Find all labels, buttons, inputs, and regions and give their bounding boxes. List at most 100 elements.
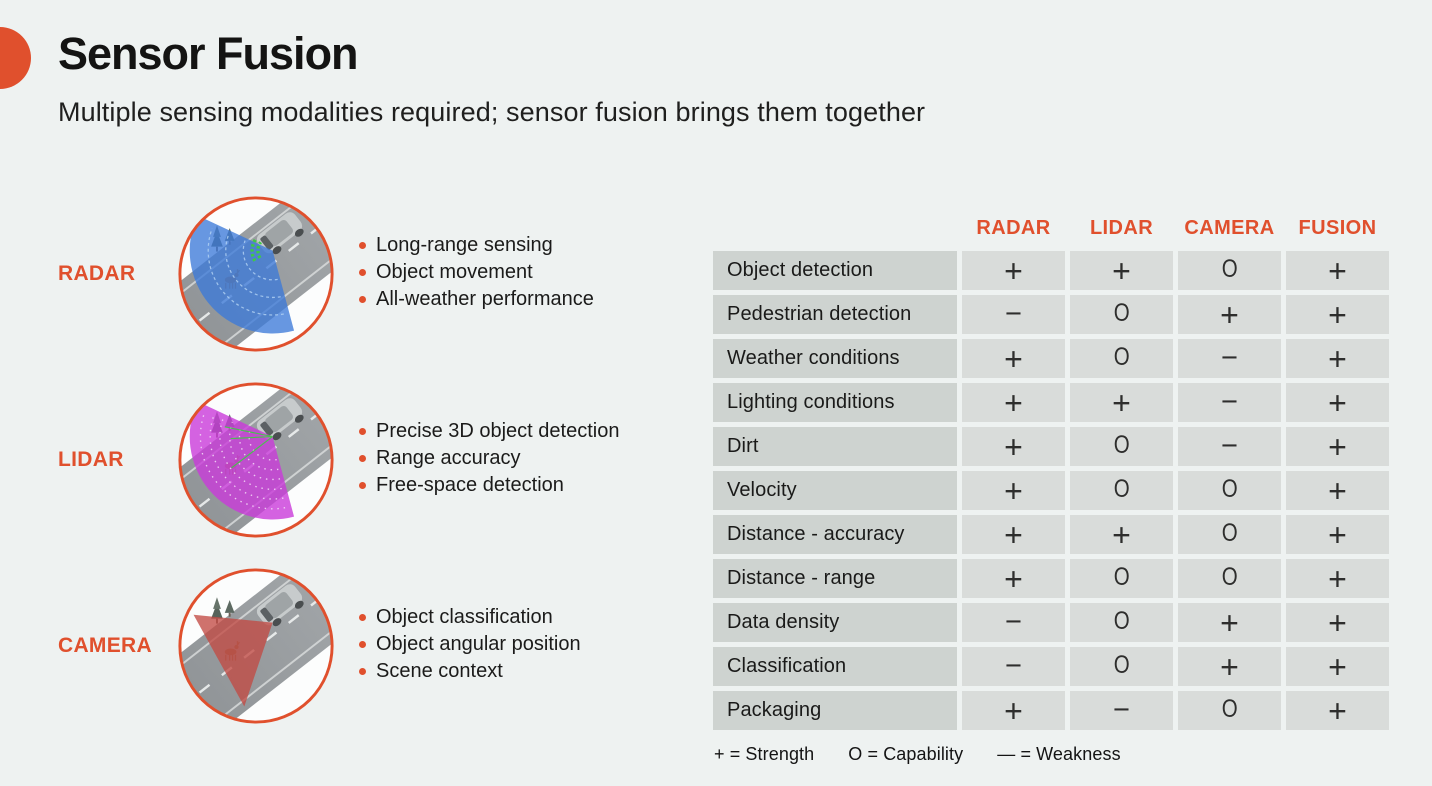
plus-symbol: + [1328, 604, 1347, 641]
value-cell-lidar: + [1070, 383, 1173, 422]
capability-symbol: O [1221, 695, 1238, 723]
plus-symbol: + [1220, 648, 1239, 685]
value-cell-camera: − [1178, 339, 1281, 378]
value-cell-fusion: + [1286, 603, 1389, 642]
value-cell-lidar: O [1070, 427, 1173, 466]
capability-symbol: O [1221, 563, 1238, 591]
sensor-label-camera: CAMERA [58, 634, 152, 657]
plus-symbol: + [1004, 340, 1023, 377]
value-cell-lidar: O [1070, 471, 1173, 510]
legend-item: — = Weakness [997, 744, 1121, 764]
bullet-item: All-weather performance [359, 286, 594, 313]
sensor-row-radar: RADAR [0, 194, 700, 358]
bullet-item: Free-space detection [359, 472, 619, 499]
value-cell-fusion: + [1286, 471, 1389, 510]
capability-symbol: O [1113, 651, 1130, 679]
plus-symbol: + [1328, 692, 1347, 729]
bullet-item: Object angular position [359, 631, 581, 658]
plus-symbol: + [1112, 252, 1131, 289]
bullet-item: Long-range sensing [359, 232, 594, 259]
capability-symbol: O [1113, 607, 1130, 635]
plus-symbol: + [1328, 340, 1347, 377]
radar-rays [250, 237, 258, 262]
minus-symbol: − [1113, 694, 1130, 726]
plus-symbol: + [1220, 604, 1239, 641]
plus-symbol: + [1112, 516, 1131, 553]
camera-scene-illustration [178, 568, 334, 724]
capability-symbol: O [1113, 343, 1130, 371]
row-label: Object detection [713, 251, 957, 290]
value-cell-camera: − [1178, 427, 1281, 466]
page-subtitle: Multiple sensing modalities required; se… [58, 97, 926, 127]
plus-symbol: + [1004, 384, 1023, 421]
value-cell-radar: + [962, 691, 1065, 730]
column-header-radar: RADAR [976, 216, 1051, 239]
value-cell-camera: O [1178, 471, 1281, 510]
value-cell-fusion: + [1286, 251, 1389, 290]
plus-symbol: + [1328, 384, 1347, 421]
value-cell-lidar: O [1070, 295, 1173, 334]
trees-icon [211, 597, 235, 624]
value-cell-radar: − [962, 603, 1065, 642]
plus-symbol: + [1004, 252, 1023, 289]
value-cell-radar: + [962, 251, 1065, 290]
value-cell-camera: + [1178, 647, 1281, 686]
plus-symbol: + [1004, 692, 1023, 729]
plus-symbol: + [1112, 384, 1131, 421]
bullet-item: Precise 3D object detection [359, 418, 619, 445]
page-title: Sensor Fusion [58, 28, 359, 79]
minus-symbol: − [1005, 650, 1022, 682]
row-label: Pedestrian detection [713, 295, 957, 334]
capability-symbol: O [1221, 519, 1238, 547]
value-cell-lidar: O [1070, 339, 1173, 378]
value-cell-fusion: + [1286, 647, 1389, 686]
value-cell-fusion: + [1286, 339, 1389, 378]
value-cell-lidar: − [1070, 691, 1173, 730]
minus-symbol: − [1221, 430, 1238, 462]
value-cell-lidar: O [1070, 603, 1173, 642]
plus-symbol: + [1328, 560, 1347, 597]
plus-symbol: + [1328, 252, 1347, 289]
value-cell-fusion: + [1286, 427, 1389, 466]
lidar-scene-illustration [178, 382, 334, 538]
value-cell-fusion: + [1286, 515, 1389, 554]
capability-symbol: O [1113, 563, 1130, 591]
row-label: Data density [713, 603, 957, 642]
sensor-row-camera: CAMERA [0, 566, 700, 730]
value-cell-lidar: + [1070, 251, 1173, 290]
value-cell-camera: O [1178, 691, 1281, 730]
row-label: Lighting conditions [713, 383, 957, 422]
bullet-item: Object classification [359, 604, 581, 631]
plus-symbol: + [1328, 296, 1347, 333]
camera-fan [193, 614, 273, 707]
radar-scene-illustration [178, 196, 334, 352]
minus-symbol: − [1221, 386, 1238, 418]
capability-symbol: O [1113, 299, 1130, 327]
bullet-item: Scene context [359, 658, 581, 685]
value-cell-camera: − [1178, 383, 1281, 422]
sensor-row-lidar: LIDAR [0, 380, 700, 544]
plus-symbol: + [1328, 428, 1347, 465]
value-cell-radar: + [962, 427, 1065, 466]
column-header-camera: CAMERA [1184, 216, 1275, 239]
matrix-corner-spacer [713, 210, 957, 246]
radar-fan [189, 215, 295, 334]
minus-symbol: − [1221, 342, 1238, 374]
value-cell-radar: − [962, 295, 1065, 334]
sensor-label-lidar: LIDAR [58, 448, 124, 471]
plus-symbol: + [1328, 472, 1347, 509]
column-header-fusion: FUSION [1298, 216, 1377, 239]
value-cell-radar: + [962, 383, 1065, 422]
radar-scene-illustration-wrap [176, 194, 336, 354]
plus-symbol: + [1328, 648, 1347, 685]
value-cell-radar: − [962, 647, 1065, 686]
bullet-item: Object movement [359, 259, 594, 286]
capability-symbol: O [1221, 475, 1238, 503]
comparison-matrix: RADAR LIDAR CAMERA FUSION Object detection + +… [713, 210, 1389, 730]
sensor-label-radar: RADAR [58, 262, 136, 285]
column-header-lidar: LIDAR [1089, 216, 1154, 239]
